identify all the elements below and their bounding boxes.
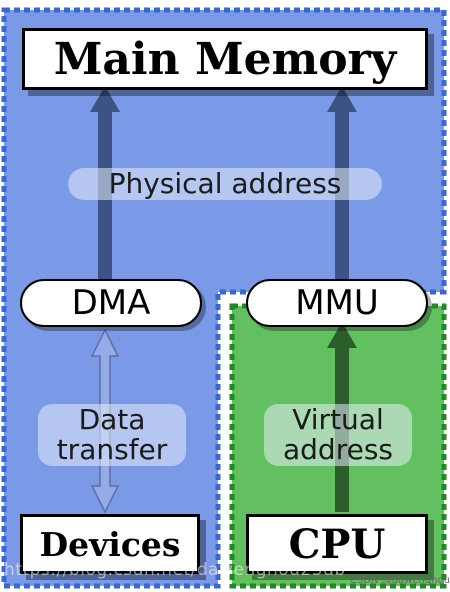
- url-watermark: https://blog.csdn.net/dawenghou23db: [4, 560, 346, 580]
- data-transfer-line-1: Data: [78, 402, 146, 436]
- virtual-address-label: Virtual address: [264, 404, 412, 466]
- mmu-arrowhead: [327, 86, 357, 112]
- virtual-address-line-2: address: [282, 433, 393, 466]
- csdn-watermark: CSDN @dawenghou: [350, 575, 450, 586]
- dma-node: DMA: [20, 279, 202, 327]
- devices-box: Devices: [20, 514, 200, 574]
- data-transfer-label: Data transfer: [38, 404, 186, 466]
- mmu-node: MMU: [246, 279, 428, 327]
- data-transfer-line-2: transfer: [56, 433, 168, 466]
- physical-address-label: Physical address: [68, 168, 382, 200]
- main-memory-box: Main Memory: [22, 28, 428, 90]
- cpu-box: CPU: [246, 514, 428, 574]
- cpu-arrowhead: [327, 322, 357, 348]
- dma-arrowhead: [90, 86, 120, 112]
- virtual-address-line-1: Virtual: [292, 402, 384, 436]
